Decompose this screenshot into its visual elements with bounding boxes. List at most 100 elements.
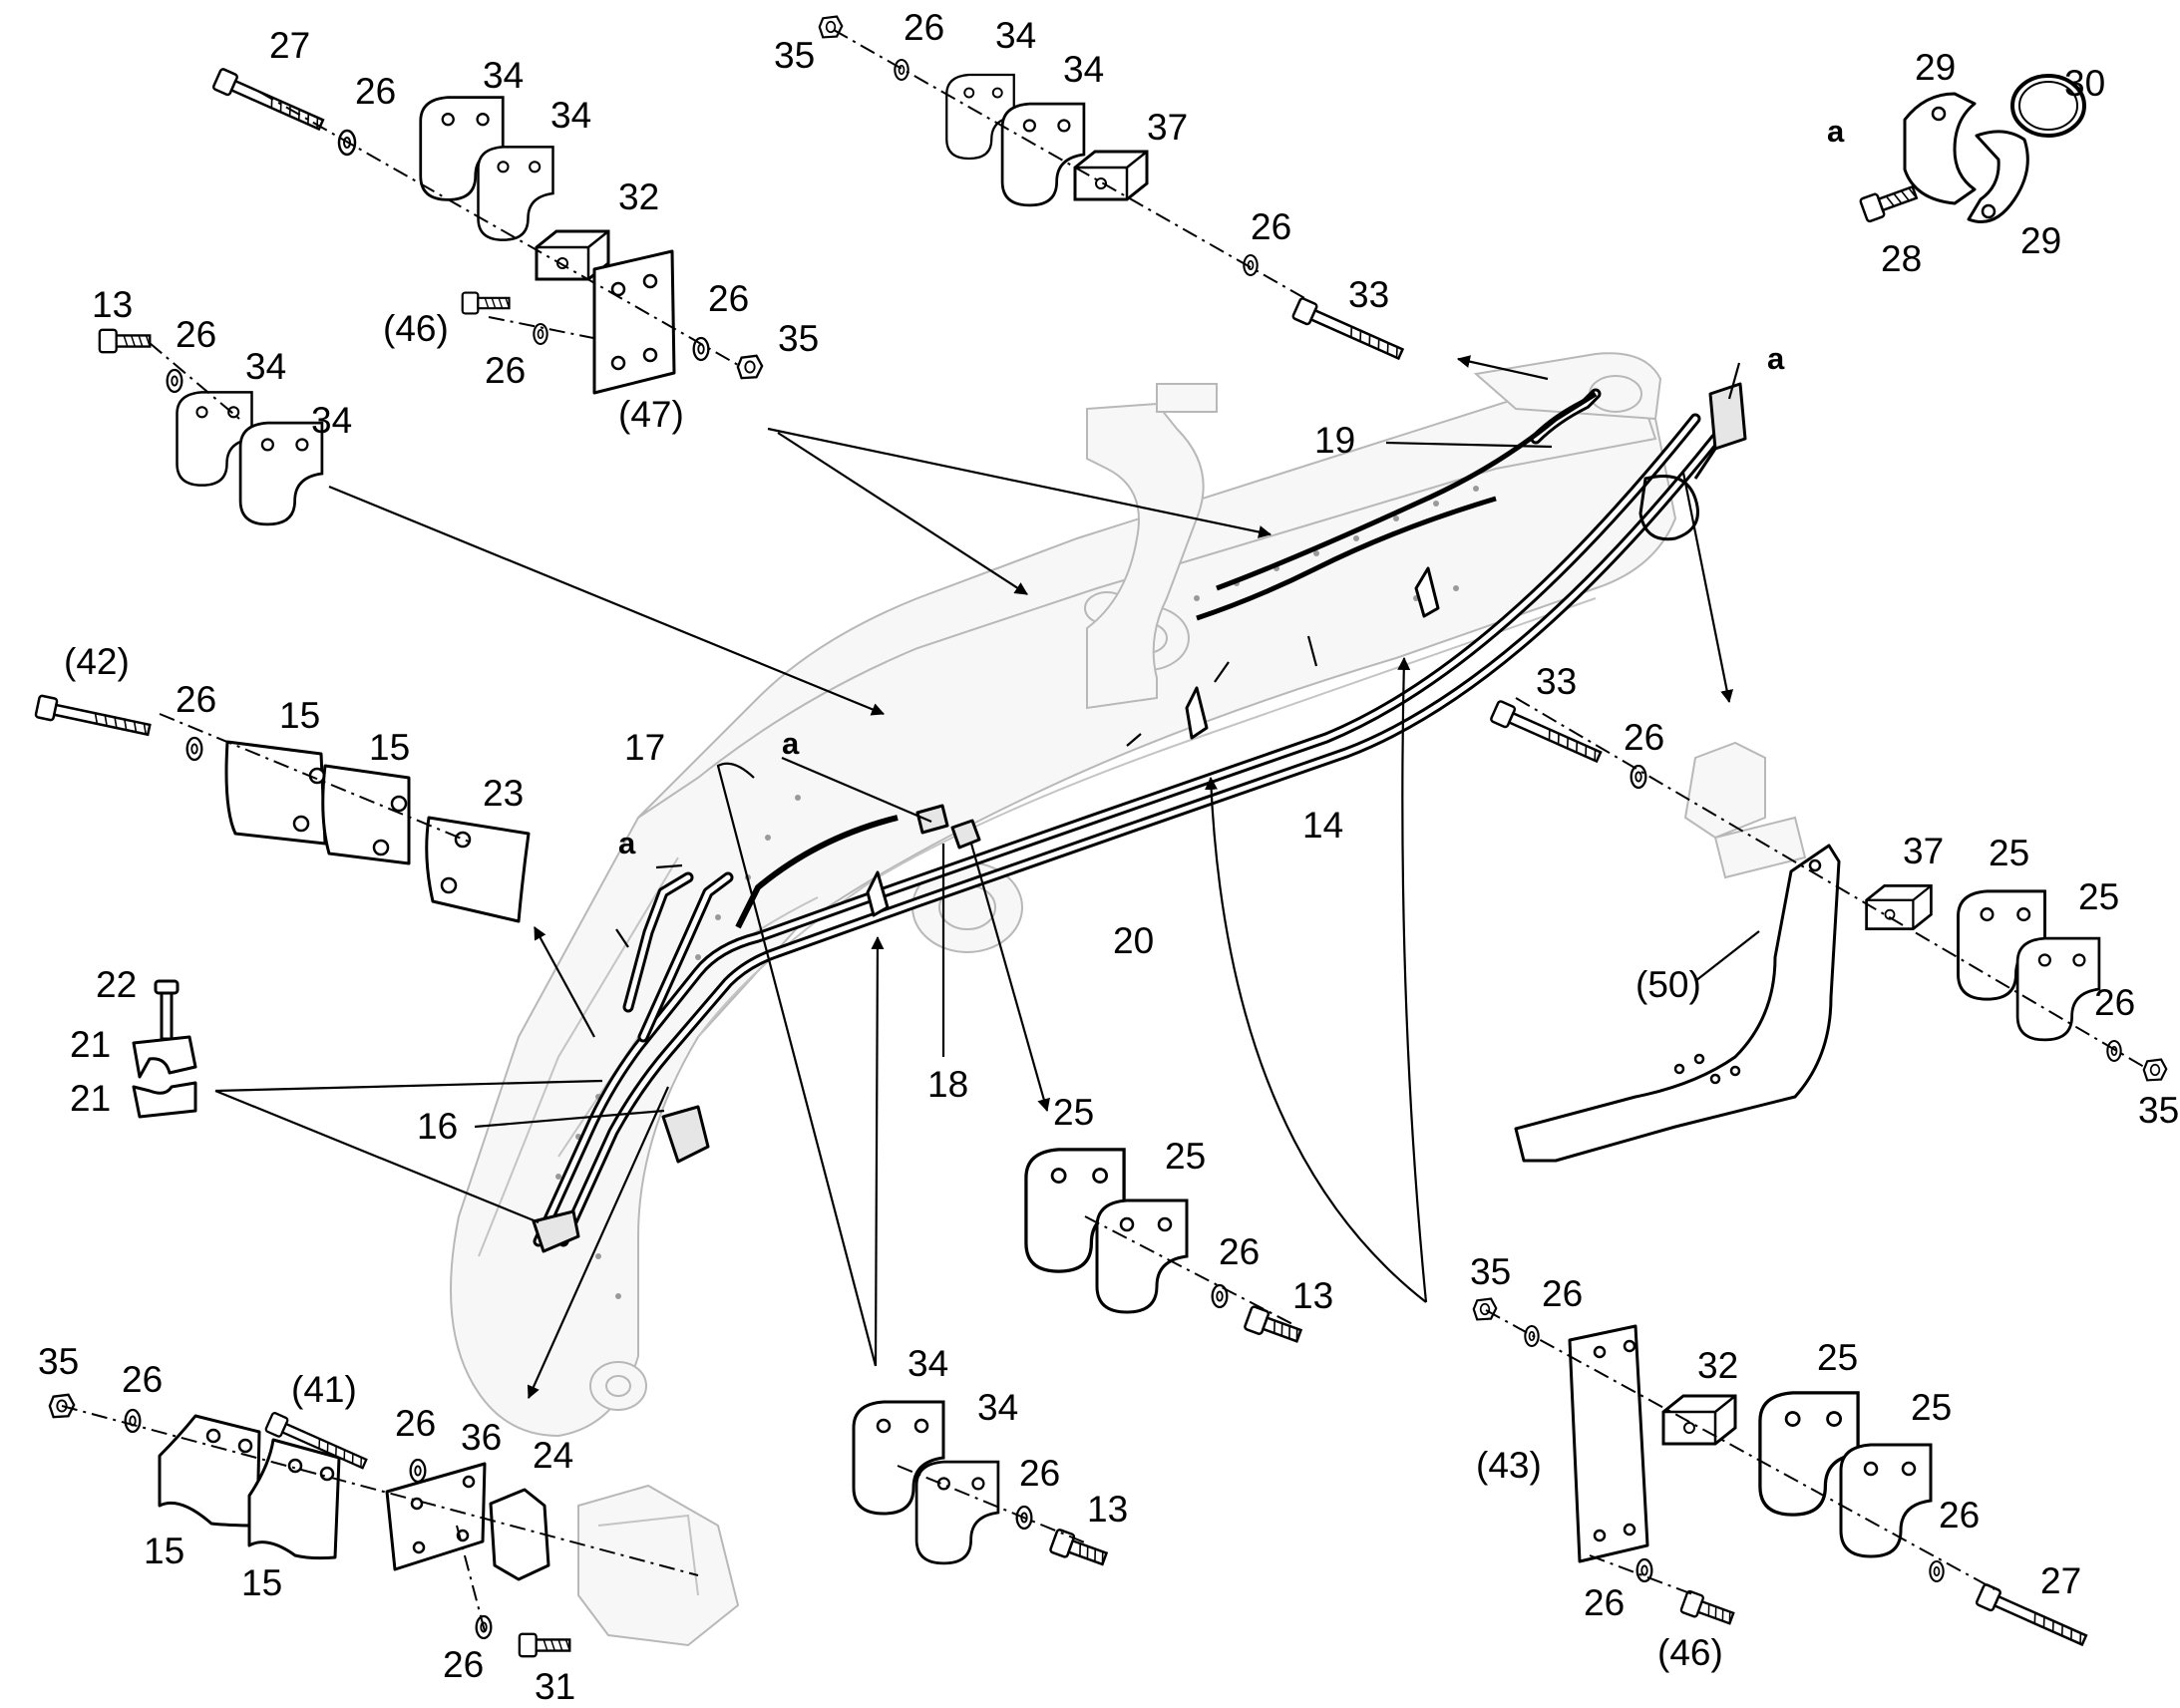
callout-42: (42)	[64, 641, 130, 682]
clamp-24	[489, 1488, 550, 1581]
clamp-15-a	[224, 740, 327, 846]
callout-22: 22	[96, 964, 137, 1005]
callout-a-center: a	[782, 726, 800, 761]
callout-a-left: a	[618, 826, 636, 860]
callout-32-bottom: 32	[1697, 1345, 1738, 1386]
wire-harness-upper	[1196, 496, 1497, 621]
callout-a-flange: a	[1827, 114, 1845, 149]
callout-28: 28	[1881, 238, 1922, 279]
clamp-15-c	[158, 1414, 261, 1528]
callout-26-center: 26	[1219, 1231, 1260, 1272]
callout-34-center-top-b: 34	[1063, 49, 1104, 90]
callout-17: 17	[624, 727, 665, 768]
callout-25-bottom-b: 25	[1911, 1387, 1952, 1428]
callout-13-left: 13	[92, 284, 133, 325]
callout-26-bottom-left-a: 26	[122, 1359, 163, 1400]
callout-20: 20	[1113, 920, 1154, 961]
callout-34-bottom-b: 34	[977, 1387, 1018, 1428]
callout-35-top: 35	[778, 318, 819, 359]
assembly-bottom-right	[1472, 1297, 2090, 1652]
fitting-16	[661, 1105, 710, 1164]
callout-13-bottom: 13	[1087, 1489, 1128, 1530]
assembly-top-left	[211, 67, 764, 395]
ghost-bracket-lower	[577, 1484, 740, 1647]
callout-15-b: 15	[369, 727, 410, 768]
callout-26-bottom-right-b: 26	[1939, 1495, 1980, 1536]
boom-nose-pin-inner	[605, 1375, 631, 1397]
assembly-left-22	[132, 979, 197, 1119]
callout-24: 24	[533, 1435, 573, 1476]
callout-26-right: 26	[1624, 717, 1664, 758]
callout-26-right-low: 26	[2094, 982, 2135, 1023]
clamp-15-b	[321, 764, 411, 865]
valve-fittings	[1638, 448, 1717, 541]
callout-25-center-a: 25	[1053, 1092, 1094, 1133]
callout-34-bottom-a: 34	[908, 1343, 948, 1384]
callout-15-a: 15	[279, 695, 320, 736]
callout-27-top: 27	[269, 25, 310, 66]
callout-33-right: 33	[1536, 661, 1577, 702]
callout-37-top: 37	[1147, 107, 1188, 148]
callout-34-left-b: 34	[311, 400, 352, 441]
callouts: 27 26 34 34 32 (46) 26 26 35 (47) 13 26 …	[38, 7, 2179, 1707]
split-flange-half-upper	[1903, 92, 1977, 205]
assembly-left-42	[34, 694, 531, 923]
callout-34-center-top-a: 34	[995, 15, 1036, 56]
boom-side-line	[697, 597, 1597, 1038]
bracket-50	[1514, 844, 1841, 1163]
fitting-lower	[532, 1209, 580, 1253]
callout-26-bottom-left-c: 26	[443, 1644, 484, 1685]
callout-34-left-a: 34	[245, 346, 286, 387]
callout-26-top-mid: 26	[485, 350, 526, 391]
assembly-center-25	[1024, 1148, 1304, 1349]
callout-15-c: 15	[144, 1531, 184, 1571]
clamp-23	[425, 816, 531, 923]
assembly-split-flange	[1858, 74, 2086, 223]
callout-14: 14	[1302, 805, 1343, 846]
boom-hydraulic-lines	[532, 382, 1747, 1253]
assembly-bottom-center	[852, 1400, 1110, 1571]
callout-25-right-a: 25	[1989, 833, 2029, 873]
boom-edge-line	[478, 856, 679, 1257]
callout-36: 36	[461, 1417, 502, 1458]
assembly-right-50	[1488, 697, 2168, 1163]
valve-block-a	[1708, 382, 1747, 451]
wire-harness	[735, 815, 899, 929]
split-flange-half-lower	[1967, 130, 2029, 223]
callout-34-top-left-a: 34	[483, 55, 524, 96]
callout-25-bottom-a: 25	[1817, 1337, 1858, 1378]
callout-37-right: 37	[1903, 831, 1944, 871]
callout-25-center-b: 25	[1165, 1136, 1206, 1177]
leader-lines	[214, 355, 1760, 1399]
callout-19: 19	[1314, 420, 1355, 461]
callout-26-top-right-plate: 26	[708, 278, 749, 319]
callout-35-bottom-left: 35	[38, 1341, 79, 1382]
callout-26-bottom-right-c: 26	[1584, 1582, 1625, 1623]
callout-46-bottom: (46)	[1657, 1632, 1723, 1673]
callout-26-center-mid: 26	[1251, 206, 1291, 247]
clamp-mount-14	[1414, 566, 1440, 618]
assembly-bottom-left	[48, 1393, 699, 1658]
callout-13-center: 13	[1292, 1275, 1333, 1316]
callout-30: 30	[2064, 63, 2105, 104]
assembly-top-center	[818, 15, 1407, 366]
callout-35-center-top: 35	[774, 35, 815, 76]
clamp-15-d	[247, 1438, 341, 1560]
callout-29-upper: 29	[1915, 47, 1956, 88]
callout-27-bottom: 27	[2040, 1560, 2081, 1601]
callout-41: (41)	[291, 1369, 357, 1410]
callout-26-left: 26	[176, 314, 216, 355]
callout-26-left-42: 26	[176, 679, 216, 720]
callout-34-top-left-b: 34	[550, 95, 591, 136]
callout-33-top: 33	[1348, 274, 1389, 315]
plate-36	[385, 1462, 487, 1571]
callout-16: 16	[417, 1106, 458, 1147]
callout-26-top-left: 26	[355, 71, 396, 112]
callout-43: (43)	[1476, 1445, 1542, 1486]
callout-26-bottom-left-b: 26	[395, 1403, 436, 1444]
plate-43	[1568, 1324, 1649, 1563]
assembly-left-13	[98, 328, 324, 526]
callout-46-top: (46)	[383, 308, 449, 349]
callout-31: 31	[535, 1666, 575, 1707]
